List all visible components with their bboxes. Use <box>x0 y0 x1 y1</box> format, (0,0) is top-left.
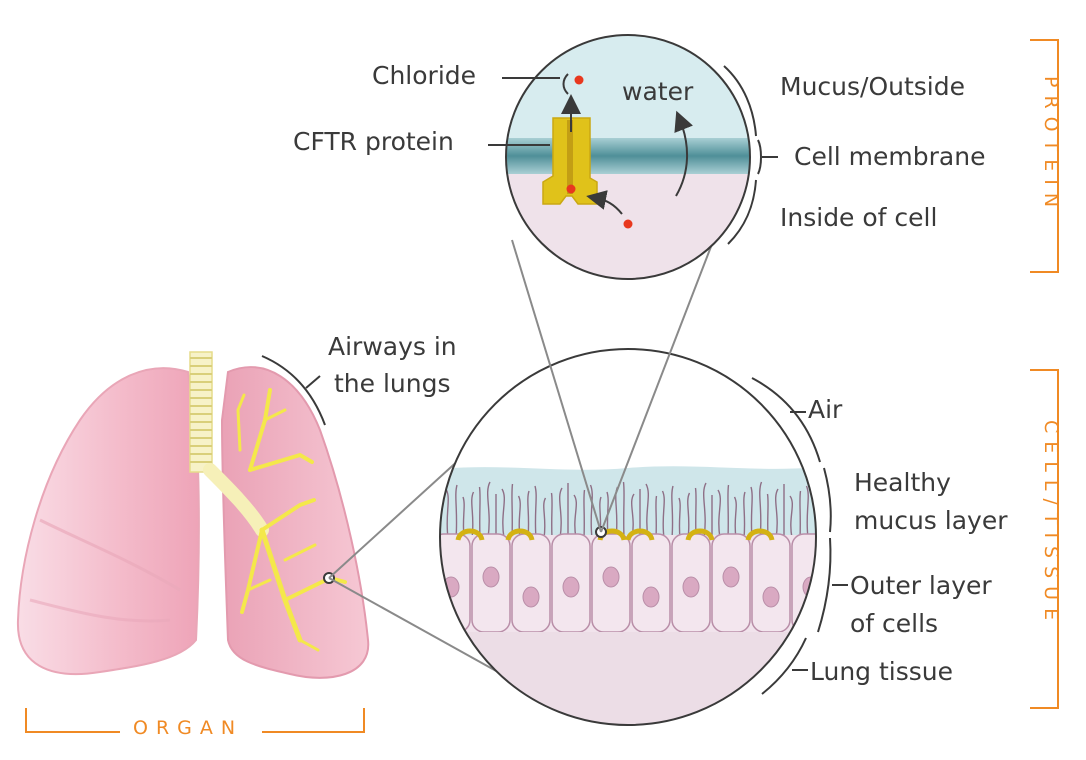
chloride-ion-inside <box>623 219 633 229</box>
label-mucus-layer: mucus layer <box>854 506 1008 535</box>
chloride-ion-channel <box>566 184 576 194</box>
label-of-cells: of cells <box>850 609 939 638</box>
label-outer-layer: Outer layer <box>850 571 992 600</box>
label-water: water <box>622 77 694 106</box>
trachea <box>189 351 213 473</box>
chloride-ion-top <box>574 75 584 85</box>
lungs-illustration <box>16 351 370 679</box>
cell-brackets <box>751 377 848 695</box>
label-chloride: Chloride <box>372 61 477 90</box>
zoom-line-organ-lower <box>328 577 499 673</box>
label-inside-of-cell: Inside of cell <box>780 203 938 232</box>
label-air: Air <box>808 395 843 424</box>
label-cell-membrane: Cell membrane <box>794 142 986 171</box>
label-airways-in: Airways in <box>328 332 457 361</box>
airways-bracket <box>261 355 326 426</box>
label-the-lungs: the lungs <box>334 369 451 398</box>
protein-brackets <box>723 65 778 245</box>
section-brackets <box>25 39 1059 733</box>
label-cftr-protein: CFTR protein <box>293 127 454 156</box>
section-label-protein: PROTEIN <box>1040 76 1062 216</box>
left-lung <box>16 367 200 676</box>
zoom-line-cell-left <box>511 239 602 533</box>
zoom-line-cell-right <box>600 243 713 533</box>
section-label-organ: ORGAN <box>133 717 244 739</box>
cell-tissue-circle <box>439 348 817 726</box>
section-label-cell-tissue: CELL/TISSUE <box>1040 420 1062 629</box>
cftr-channel <box>542 117 598 205</box>
label-lung-tissue: Lung tissue <box>810 657 954 686</box>
protein-circle <box>488 34 751 280</box>
water-arrow <box>674 110 693 197</box>
chloride-entry-arrow <box>586 190 623 215</box>
label-healthy: Healthy <box>854 468 951 497</box>
label-mucus-outside: Mucus/Outside <box>780 72 965 101</box>
